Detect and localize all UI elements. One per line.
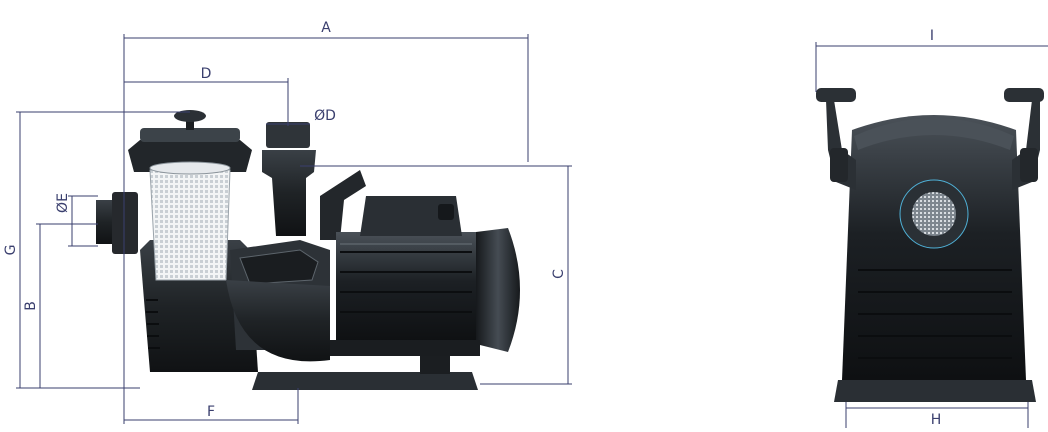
- motor-body: [336, 232, 476, 342]
- base-plate: [252, 372, 478, 390]
- outlet-pipe: [262, 150, 316, 236]
- dimension-lines: [16, 34, 1048, 428]
- strainer-basket: [149, 169, 231, 281]
- label-e-diameter: ØE: [55, 193, 71, 213]
- label-c: C: [551, 269, 567, 279]
- label-f: F: [207, 404, 215, 420]
- lid-knob: [174, 110, 206, 122]
- pump-side-view: [96, 110, 520, 390]
- left-knob: [816, 88, 856, 102]
- front-ribs: [858, 269, 1012, 359]
- label-a: A: [321, 20, 331, 36]
- basket-rim: [149, 161, 231, 175]
- front-lid: [854, 118, 1014, 150]
- label-d-diameter: ØD: [314, 108, 336, 124]
- front-base: [834, 380, 1036, 402]
- volute: [226, 280, 330, 362]
- mounting-bracket: [320, 170, 366, 240]
- outlet-union: [266, 122, 310, 148]
- label-g: G: [3, 245, 19, 256]
- motor-fins: [340, 251, 472, 313]
- left-connector: [830, 148, 848, 182]
- pump-front-view: [816, 88, 1044, 402]
- motor-mount: [330, 340, 480, 356]
- right-knob: [1004, 88, 1044, 102]
- label-h: H: [931, 412, 942, 428]
- housing-ribs: [146, 299, 160, 349]
- label-d: D: [201, 66, 212, 82]
- impeller-cutaway: [239, 249, 319, 285]
- label-i: I: [930, 28, 934, 44]
- right-connector: [1020, 148, 1038, 182]
- lid-cover: [140, 128, 240, 142]
- fan-cover: [476, 228, 520, 352]
- cable-gland: [438, 204, 454, 220]
- label-b: B: [23, 301, 39, 311]
- inlet-mesh: [912, 192, 956, 236]
- inlet-union: [112, 192, 138, 254]
- terminal-box: [360, 196, 462, 236]
